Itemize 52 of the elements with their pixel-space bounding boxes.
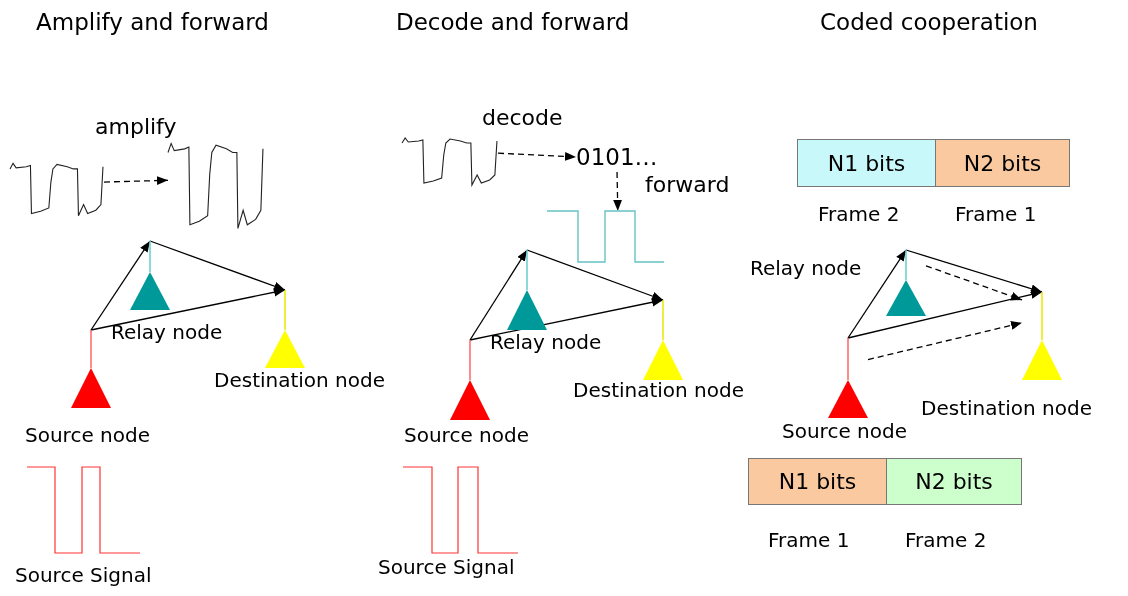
- bit-field: N2 bits: [935, 139, 1070, 187]
- noisy-signal-waveform: [10, 160, 104, 218]
- dashed-arrow: [497, 152, 577, 161]
- arrow: [90, 287, 286, 331]
- antenna-node: [71, 330, 111, 408]
- antenna-node: [643, 300, 683, 380]
- node-label: Relay node: [111, 320, 223, 344]
- arrow: [526, 249, 664, 301]
- dashed-arrow: [103, 176, 169, 185]
- arrow: [847, 290, 1043, 339]
- node-label: Source node: [25, 423, 150, 447]
- bit-field: N1 bits: [797, 139, 936, 187]
- antenna-node: [828, 338, 868, 418]
- bit-field: N2 bits: [886, 458, 1022, 505]
- bit-sequence: 0101…: [576, 142, 684, 172]
- panel-title: Coded cooperation: [820, 8, 1038, 36]
- arrow: [905, 249, 1043, 293]
- antenna-node: [1022, 292, 1062, 380]
- antenna-node: [265, 290, 305, 368]
- antenna-node: [507, 250, 547, 330]
- arrow: [90, 240, 151, 331]
- panel-title: Decode and forward: [396, 8, 630, 36]
- frame-label: Frame 2: [818, 202, 900, 226]
- dashed-arrow: [925, 265, 1023, 301]
- step-label: forward: [645, 173, 730, 197]
- panel-title: Amplify and forward: [36, 8, 269, 36]
- signal-label: Source Signal: [15, 563, 152, 587]
- node-label: Source node: [404, 423, 529, 447]
- antenna-node: [130, 241, 170, 310]
- signal-label: Source Signal: [378, 555, 515, 579]
- node-label: Relay node: [750, 256, 862, 280]
- bit-field: N1 bits: [748, 458, 887, 505]
- arrow: [469, 297, 664, 341]
- arrow: [469, 249, 528, 341]
- dashed-arrow: [867, 321, 1023, 361]
- step-label: amplify: [95, 115, 177, 139]
- node-label: Destination node: [921, 396, 1093, 420]
- frame-label: Frame 2: [905, 528, 987, 552]
- node-label: Source node: [782, 419, 907, 443]
- node-label: Destination node: [214, 368, 386, 392]
- arrow: [149, 240, 286, 291]
- arrow: [847, 249, 907, 339]
- frame-label: Frame 1: [955, 202, 1037, 226]
- noisy-signal-waveform: [402, 135, 498, 187]
- square-wave-signal: [547, 211, 665, 263]
- step-label: decode: [482, 106, 563, 130]
- node-label: Relay node: [490, 330, 602, 354]
- node-label: Destination node: [573, 378, 745, 402]
- dashed-arrow: [613, 171, 622, 212]
- frame-label: Frame 1: [768, 528, 850, 552]
- antenna-node: [886, 250, 926, 316]
- antenna-node: [450, 340, 490, 420]
